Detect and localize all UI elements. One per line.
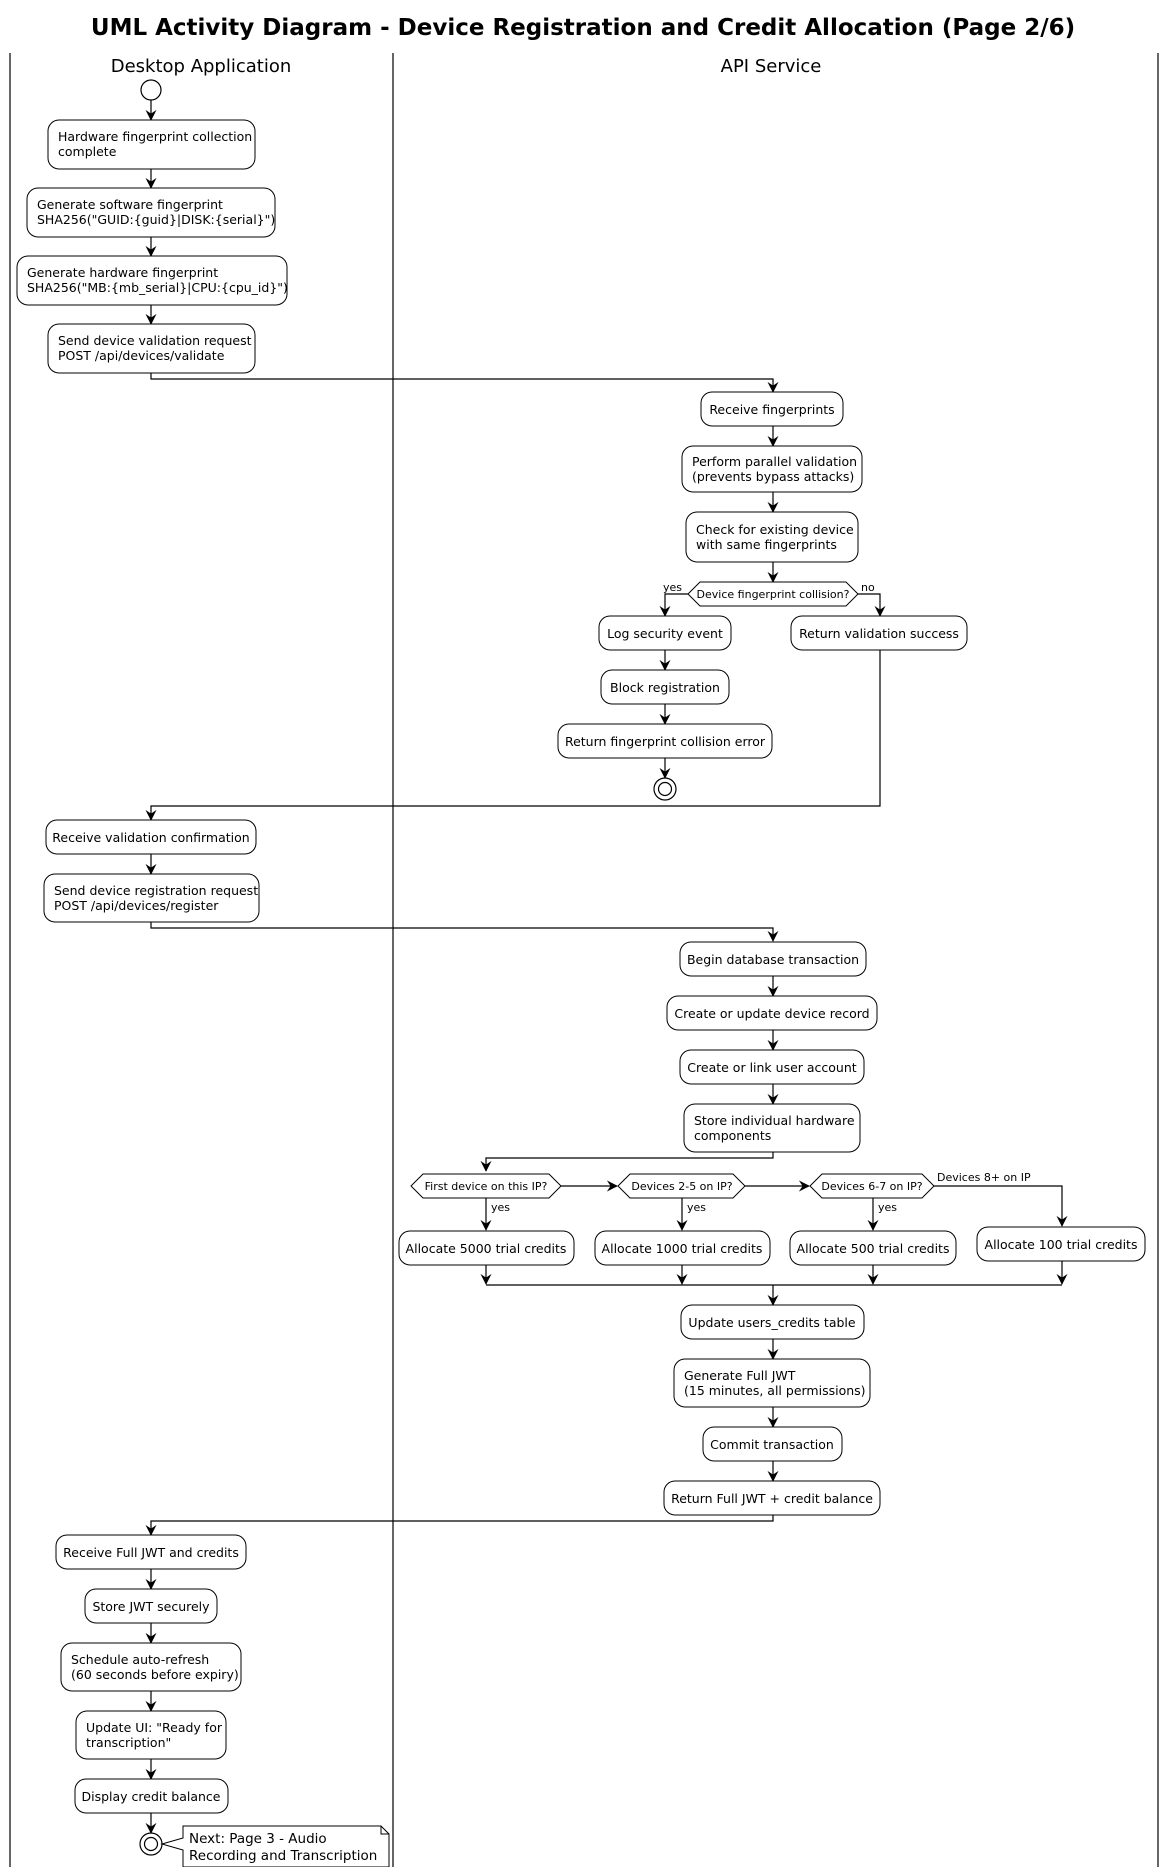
activity-return-jwt-balance: Return Full JWT + credit balance xyxy=(663,1480,881,1516)
guard-yes-2-5: yes xyxy=(687,1201,706,1214)
decision-devices-2-5: Devices 2-5 on IP? xyxy=(617,1173,746,1199)
decision-devices-6-7: Devices 6-7 on IP? xyxy=(809,1173,935,1199)
activity-check-existing: Check for existing device with same fing… xyxy=(685,511,859,563)
activity-allocate-1000: Allocate 1000 trial credits xyxy=(594,1230,771,1266)
guard-yes-collision: yes xyxy=(663,581,682,594)
next-page-note: Next: Page 3 - Audio Recording and Trans… xyxy=(160,1825,390,1867)
activity-label-line: Allocate 100 trial credits xyxy=(985,1237,1138,1252)
activity-label-line: Check for existing device xyxy=(696,522,854,537)
activity-label-line: Update users_credits table xyxy=(688,1315,855,1330)
activity-label-line: Send device registration request xyxy=(54,883,258,898)
decision-label: Devices 6-7 on IP? xyxy=(821,1180,922,1193)
activity-label-line: Return Full JWT + credit balance xyxy=(671,1491,873,1506)
activity-receive-fingerprints: Receive fingerprints xyxy=(700,391,844,427)
activity-create-device-record: Create or update device record xyxy=(666,995,878,1031)
activity-label-line: Allocate 500 trial credits xyxy=(797,1241,950,1256)
activity-send-registration: Send device registration request POST /a… xyxy=(43,873,260,923)
decision-label: First device on this IP? xyxy=(425,1180,548,1193)
activity-label-line: Send device validation request xyxy=(58,333,252,348)
activity-label-line: complete xyxy=(58,144,117,159)
start-node xyxy=(140,79,162,101)
activity-label-line: Return validation success xyxy=(799,626,959,641)
activity-label-line: Store individual hardware xyxy=(694,1113,855,1128)
activity-hw-collect: Hardware fingerprint collection complete xyxy=(47,119,256,170)
activity-label-line: with same fingerprints xyxy=(696,537,837,552)
activity-store-hardware-components: Store individual hardware components xyxy=(683,1103,861,1153)
activity-label-line: Begin database transaction xyxy=(687,952,859,967)
end-node-collision xyxy=(653,777,677,801)
activity-allocate-500: Allocate 500 trial credits xyxy=(789,1230,957,1266)
activity-label-line: Block registration xyxy=(610,680,720,695)
note-line: Next: Page 3 - Audio xyxy=(189,1831,327,1847)
activity-label-line: (60 seconds before expiry) xyxy=(71,1667,239,1682)
activity-begin-transaction: Begin database transaction xyxy=(679,941,867,977)
activity-label-line: Commit transaction xyxy=(710,1437,834,1452)
activity-receive-validation-confirmation: Receive validation confirmation xyxy=(45,819,257,855)
activity-generate-full-jwt: Generate Full JWT (15 minutes, all permi… xyxy=(673,1358,871,1408)
swimlane-borders xyxy=(9,53,1159,1867)
activity-commit-transaction: Commit transaction xyxy=(702,1426,843,1462)
activity-label-line: Generate hardware fingerprint xyxy=(27,265,218,280)
activity-label-line: Receive fingerprints xyxy=(709,402,834,417)
activity-block-registration: Block registration xyxy=(600,669,730,705)
activity-send-validation: Send device validation request POST /api… xyxy=(47,323,256,374)
activity-label-line: SHA256("MB:{mb_serial}|CPU:{cpu_id}") xyxy=(27,280,288,295)
end-node-final xyxy=(139,1832,163,1856)
activity-parallel-validation: Perform parallel validation (prevents by… xyxy=(681,445,863,493)
activity-label-line: Create or update device record xyxy=(674,1006,869,1021)
guard-no-collision: no xyxy=(861,581,875,594)
lane-title-desktop: Desktop Application xyxy=(111,56,292,77)
decision-first-device: First device on this IP? xyxy=(410,1173,562,1199)
page-title: UML Activity Diagram - Device Registrati… xyxy=(91,15,1075,41)
activity-label-line: SHA256("GUID:{guid}|DISK:{serial}") xyxy=(37,212,275,227)
activity-create-user-account: Create or link user account xyxy=(679,1049,865,1085)
activity-receive-jwt: Receive Full JWT and credits xyxy=(55,1534,247,1570)
guard-yes-6-7: yes xyxy=(878,1201,897,1214)
activity-label-line: Hardware fingerprint collection xyxy=(58,129,252,144)
activity-log-security-event: Log security event xyxy=(598,615,732,651)
activity-label-line: transcription" xyxy=(86,1735,171,1750)
activity-label-line: Display credit balance xyxy=(82,1789,221,1804)
activity-allocate-100: Allocate 100 trial credits xyxy=(976,1226,1146,1262)
activity-label-line: Schedule auto-refresh xyxy=(71,1652,209,1667)
activity-return-collision-error: Return fingerprint collision error xyxy=(557,723,773,759)
activity-label-line: Store JWT securely xyxy=(92,1599,210,1614)
activity-label-line: Receive Full JWT and credits xyxy=(63,1545,239,1560)
guard-devices-8-plus: Devices 8+ on IP xyxy=(937,1171,1031,1184)
activity-update-ui: Update UI: "Ready for transcription" xyxy=(75,1710,227,1760)
decision-collision: Device fingerprint collision? xyxy=(687,581,859,607)
activity-label-line: Generate software fingerprint xyxy=(37,197,223,212)
activity-label-line: Allocate 5000 trial credits xyxy=(406,1241,567,1256)
activity-label-line: components xyxy=(694,1128,771,1143)
activity-label-line: Receive validation confirmation xyxy=(52,830,249,845)
activity-label-line: (prevents bypass attacks) xyxy=(692,469,854,484)
activity-label-line: Generate Full JWT xyxy=(684,1368,796,1383)
activity-label-line: Perform parallel validation xyxy=(692,454,857,469)
activity-software-fingerprint: Generate software fingerprint SHA256("GU… xyxy=(26,187,276,238)
activity-update-users-credits: Update users_credits table xyxy=(680,1304,865,1340)
connectors xyxy=(145,100,1068,1834)
activity-display-credit-balance: Display credit balance xyxy=(74,1778,229,1814)
activity-label-line: Create or link user account xyxy=(687,1060,856,1075)
note-line: Recording and Transcription xyxy=(189,1848,377,1864)
guard-yes-first: yes xyxy=(491,1201,510,1214)
activity-label-line: POST /api/devices/validate xyxy=(58,348,225,363)
lane-title-api: API Service xyxy=(721,56,822,77)
decision-label: Device fingerprint collision? xyxy=(697,588,850,601)
activity-hardware-fingerprint: Generate hardware fingerprint SHA256("MB… xyxy=(16,255,288,306)
decision-label: Devices 2-5 on IP? xyxy=(631,1180,732,1193)
activity-return-validation-success: Return validation success xyxy=(790,615,968,651)
activity-allocate-5000: Allocate 5000 trial credits xyxy=(398,1230,575,1266)
activity-label-line: Return fingerprint collision error xyxy=(565,734,766,749)
activity-schedule-refresh: Schedule auto-refresh (60 seconds before… xyxy=(60,1642,242,1692)
activity-label-line: Log security event xyxy=(607,626,723,641)
activity-label-line: Allocate 1000 trial credits xyxy=(602,1241,763,1256)
activity-store-jwt: Store JWT securely xyxy=(84,1588,218,1624)
activity-label-line: POST /api/devices/register xyxy=(54,898,219,913)
activity-label-line: Update UI: "Ready for xyxy=(86,1720,223,1735)
activity-label-line: (15 minutes, all permissions) xyxy=(684,1383,866,1398)
